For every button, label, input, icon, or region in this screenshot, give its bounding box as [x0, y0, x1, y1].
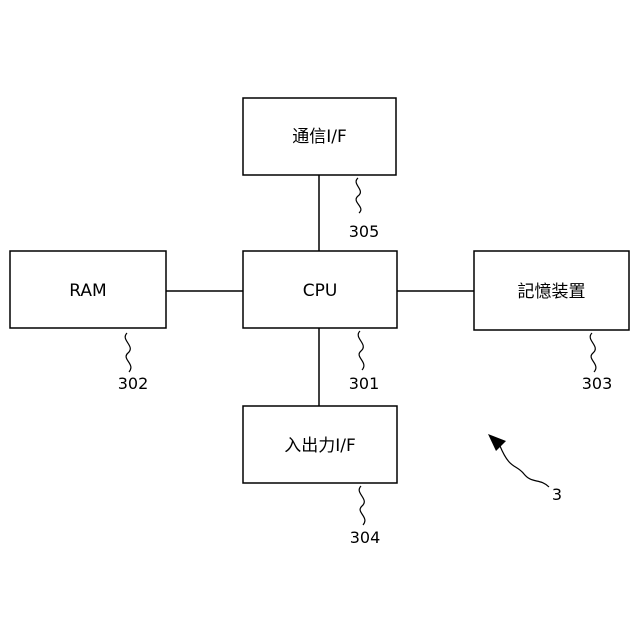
ram-label: RAM [69, 281, 106, 301]
ref-number-302: 302 [118, 374, 149, 393]
comm-if-block: 通信I/F [243, 98, 396, 175]
cpu-label: CPU [303, 281, 338, 301]
ref-leader-305 [356, 178, 361, 213]
storage-label: 記憶装置 [518, 282, 586, 302]
ram-block: RAM [10, 251, 166, 328]
ref-number-304: 304 [350, 528, 381, 547]
ref-leader-304 [359, 486, 365, 525]
cpu-block: CPU [243, 251, 397, 328]
ref-number-303: 303 [582, 374, 613, 393]
device-reference-arrow [488, 434, 549, 487]
comm-if-label: 通信I/F [292, 127, 347, 147]
io-if-label: 入出力I/F [284, 436, 356, 456]
ref-leader-303 [590, 333, 596, 372]
ref-number-305: 305 [349, 222, 380, 241]
storage-block: 記憶装置 [474, 251, 629, 330]
io-if-block: 入出力I/F [243, 406, 397, 483]
ref-leader-301 [358, 331, 364, 370]
ref-leader-302 [125, 333, 131, 372]
ref-number-device: 3 [552, 485, 562, 504]
ref-number-301: 301 [349, 374, 380, 393]
